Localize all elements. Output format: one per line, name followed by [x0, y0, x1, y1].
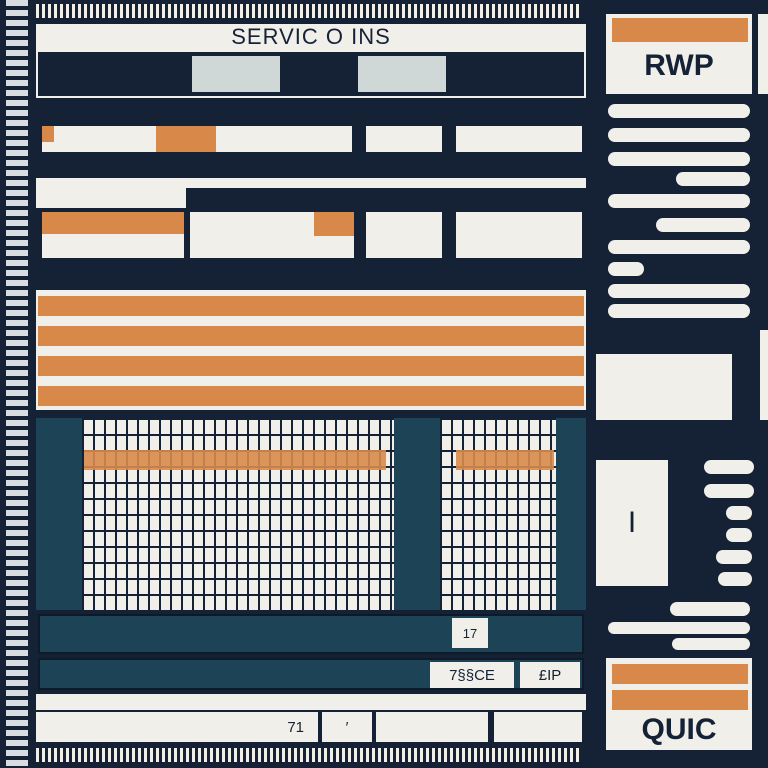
code-field-2[interactable]: £IP — [520, 662, 580, 688]
row2-highlight-right — [314, 212, 354, 236]
side-menu-item-12[interactable] — [608, 622, 750, 634]
side-toggle-5[interactable] — [716, 550, 752, 564]
small-badge[interactable]: 17 — [452, 618, 488, 648]
side-panel-edge-bar — [760, 330, 768, 420]
data-grid-left — [82, 418, 394, 610]
stripe-2 — [38, 326, 584, 346]
bottom-input-3[interactable] — [376, 712, 488, 742]
side-menu-item-4[interactable] — [676, 172, 750, 186]
side-toggle-4[interactable] — [726, 528, 752, 542]
side-menu-item-10[interactable] — [608, 304, 750, 318]
toolbar — [36, 50, 586, 98]
row1-highlight — [156, 126, 216, 152]
side-menu-item-11[interactable] — [670, 602, 750, 616]
toolbar-button-2[interactable] — [358, 56, 446, 92]
side-toggle-6[interactable] — [718, 572, 752, 586]
row1-highlight-small — [42, 126, 54, 142]
section-tab-left[interactable] — [36, 178, 186, 208]
page-title: SERVIC O INS — [36, 24, 586, 50]
stripe-1 — [38, 296, 584, 316]
side-menu-item-6[interactable] — [656, 218, 750, 232]
top-tick-strip — [36, 4, 580, 18]
bottom-input-4[interactable] — [494, 712, 582, 742]
side-menu-item-9[interactable] — [608, 284, 750, 298]
side-panel-info-card[interactable] — [596, 354, 732, 420]
grid-header-right — [456, 450, 554, 470]
side-panel-header-extra — [758, 14, 768, 94]
side-toggle-1[interactable] — [704, 460, 754, 474]
row1-field-middle[interactable] — [366, 126, 442, 152]
side-toggle-3[interactable] — [726, 506, 752, 520]
toolbar-button-1[interactable] — [192, 56, 280, 92]
row2-field-middle[interactable] — [366, 212, 442, 258]
side-menu-item-2[interactable] — [608, 128, 750, 142]
side-panel-top-label: RWP — [644, 49, 714, 82]
side-menu-item-3[interactable] — [608, 152, 750, 166]
vertical-ruler — [6, 0, 28, 768]
bottom-row-background — [36, 694, 586, 710]
side-panel-card-2[interactable]: I — [596, 460, 668, 586]
side-menu-item-5[interactable] — [608, 194, 750, 208]
bottom-tick-strip — [36, 748, 580, 762]
stripe-3 — [38, 356, 584, 376]
side-panel-footer-stripe-1 — [612, 664, 748, 684]
section-divider — [36, 178, 586, 188]
side-menu-item-8[interactable] — [608, 262, 644, 276]
bottom-input-1[interactable]: 71 — [36, 712, 318, 742]
bottom-input-2[interactable]: ′ — [322, 712, 372, 742]
side-panel-header-stripe — [612, 18, 748, 42]
row2-highlight-left — [42, 212, 184, 234]
side-menu-item-13[interactable] — [672, 638, 750, 650]
side-panel-footer-stripe-2 — [612, 690, 748, 710]
side-toggle-2[interactable] — [704, 484, 754, 498]
data-grid-right — [440, 418, 556, 610]
side-panel-bottom-label: QUIC — [641, 713, 717, 746]
row2-field-right[interactable] — [456, 212, 582, 258]
code-field-1[interactable]: 7§§CE — [430, 662, 514, 688]
grid-header-left — [84, 450, 386, 470]
status-bar-1 — [38, 614, 584, 654]
side-menu-item-1[interactable] — [608, 104, 750, 118]
side-menu-item-7[interactable] — [608, 240, 750, 254]
row1-field-right[interactable] — [456, 126, 582, 152]
stripe-4 — [38, 386, 584, 406]
